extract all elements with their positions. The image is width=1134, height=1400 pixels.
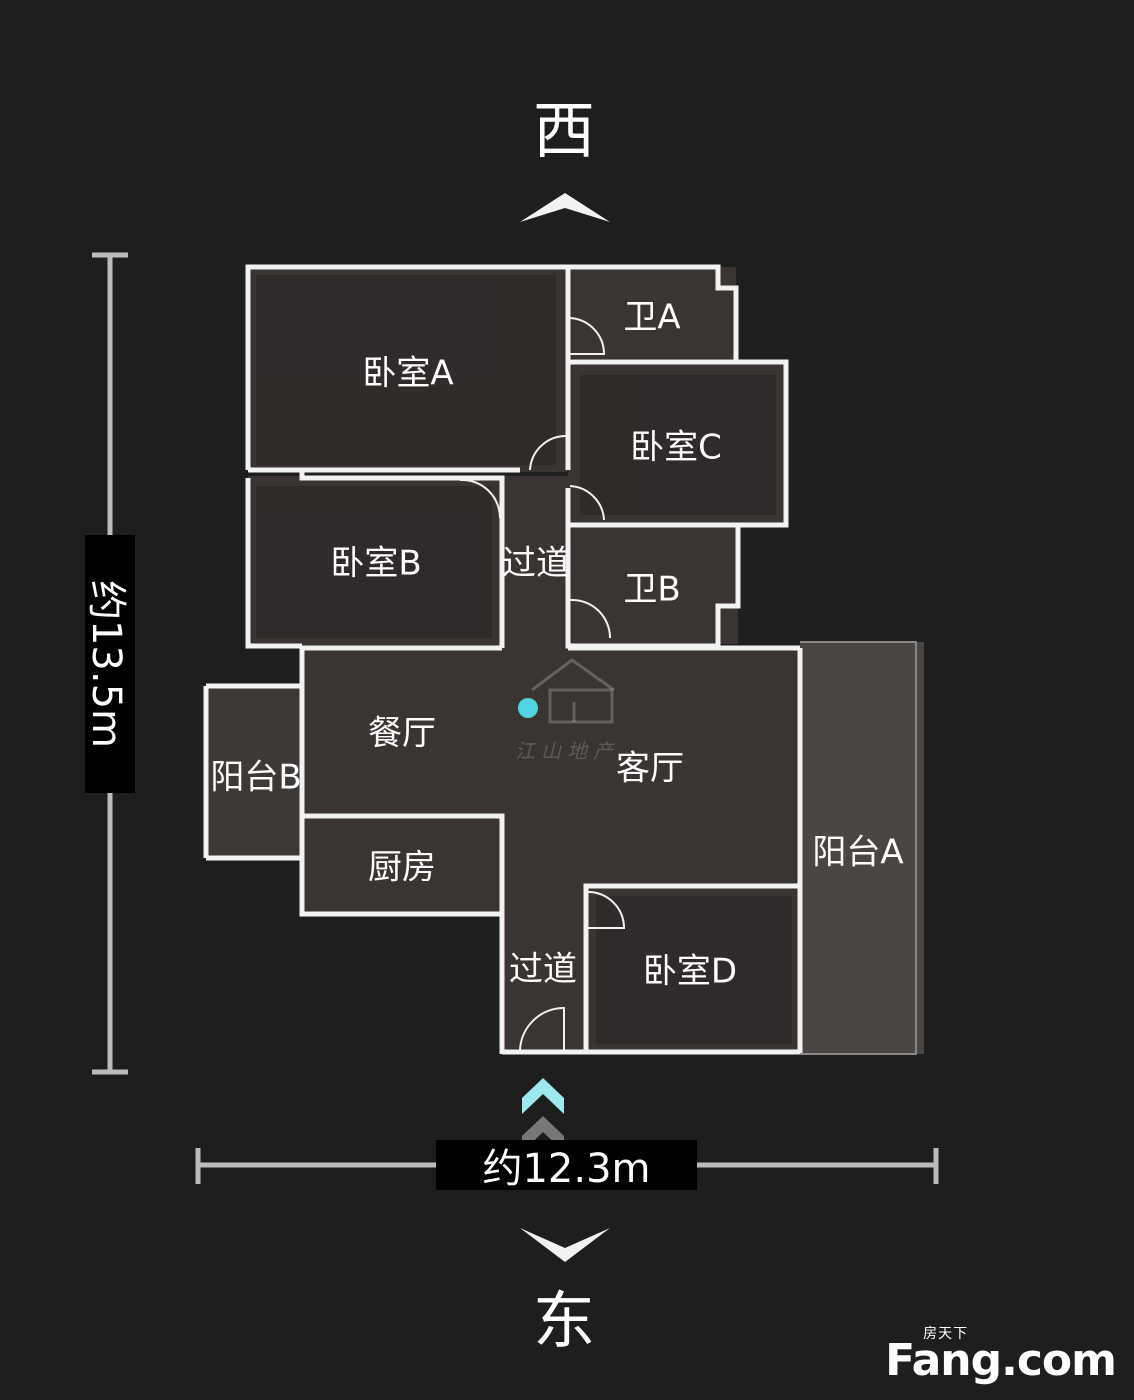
door-swings xyxy=(459,317,626,1051)
corridor-top-fill xyxy=(502,476,568,648)
compass-down-arrow-icon[interactable] xyxy=(520,1228,610,1262)
corridor-bottom-fill xyxy=(502,818,586,1054)
fang-watermark-cn: 房天下 xyxy=(923,1326,969,1342)
fang-watermark-brand: Fang.com xyxy=(885,1335,1117,1386)
height-dimension-label: 约13.5m xyxy=(83,535,135,793)
logo-text: 江山地产 xyxy=(515,739,619,763)
compass-west-label: 西 xyxy=(532,94,595,167)
room-label-corridor-top[interactable]: 过道 xyxy=(502,543,570,584)
room-label-kitchen[interactable]: 厨房 xyxy=(368,847,436,888)
fang-watermark: 房天下 Fang.com xyxy=(885,1326,1117,1386)
width-dimension-label: 约12.3m xyxy=(436,1140,697,1192)
kitchen-fill xyxy=(302,818,502,914)
nav-step-arrow-icon-1 xyxy=(522,1116,564,1152)
house-logo-icon xyxy=(531,658,615,724)
room-label-balcony-a[interactable]: 阳台A xyxy=(812,832,904,873)
walls xyxy=(203,264,917,1055)
room-shading xyxy=(256,275,792,1044)
living-lower-fill xyxy=(586,818,800,886)
room-label-living[interactable]: 客厅 xyxy=(616,748,684,789)
balcony-b-fill xyxy=(206,686,302,856)
room-label-balcony-b[interactable]: 阳台B xyxy=(210,757,302,798)
room-label-bath-b[interactable]: 卫B xyxy=(623,569,681,610)
bath-a-fill xyxy=(568,267,736,359)
balcony-a-fill xyxy=(800,642,924,1054)
main-hall-fill xyxy=(302,648,800,818)
room-label-bedroom-d[interactable]: 卧室D xyxy=(642,951,738,992)
room-label-corridor-bottom[interactable]: 过道 xyxy=(509,949,577,990)
compass-up-arrow-icon[interactable] xyxy=(520,193,610,222)
room-label-bedroom-b[interactable]: 卧室B xyxy=(330,543,422,584)
compass-east-label: 东 xyxy=(532,1284,595,1357)
room-label-bedroom-a[interactable]: 卧室A xyxy=(362,353,454,394)
room-label-dining[interactable]: 餐厅 xyxy=(368,713,436,754)
room-label-bath-a[interactable]: 卫A xyxy=(623,297,681,338)
bath-b-fill xyxy=(568,526,738,644)
nav-forward-arrow-icon xyxy=(522,1078,564,1114)
viewer-position-dot[interactable] xyxy=(518,698,538,718)
room-label-bedroom-c[interactable]: 卧室C xyxy=(630,427,722,468)
